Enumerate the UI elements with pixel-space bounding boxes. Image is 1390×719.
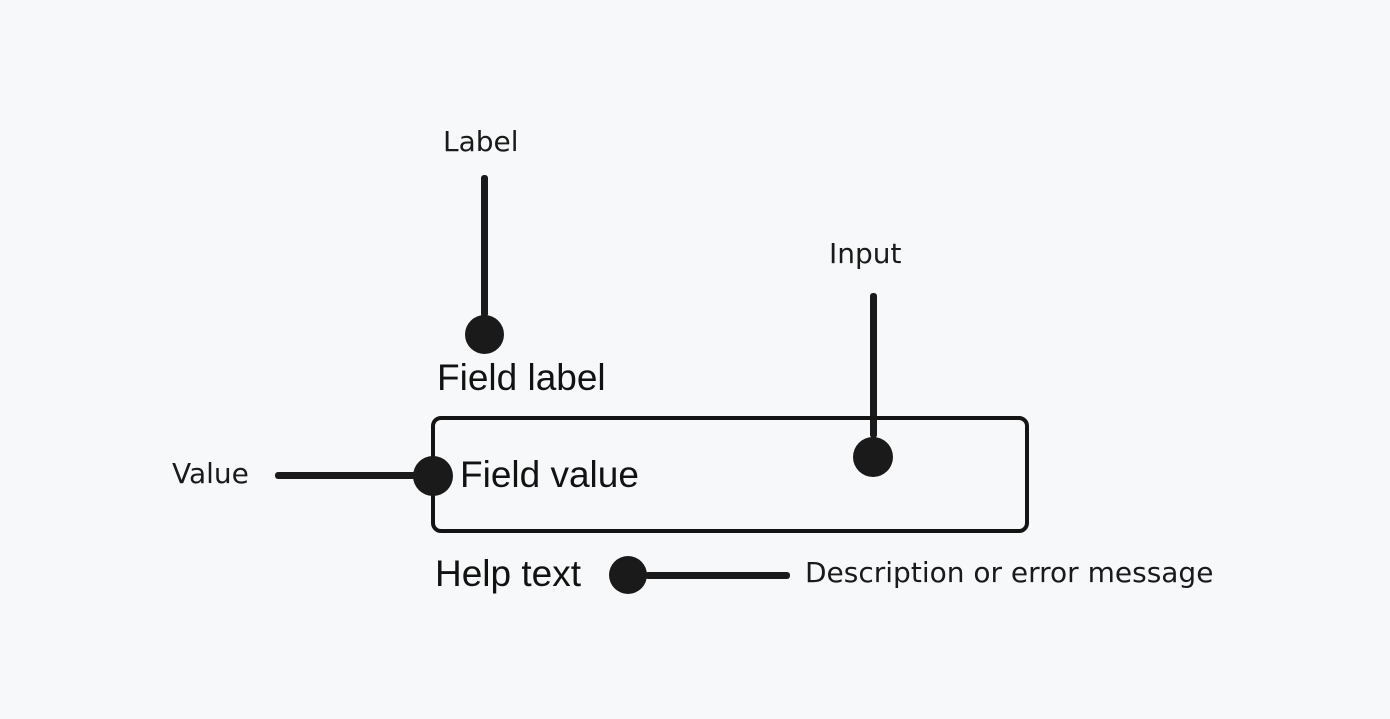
field-value: Field value <box>460 454 639 495</box>
annotation-input: Input <box>829 237 902 270</box>
annotation-value: Value <box>172 457 249 490</box>
input-connector-line <box>870 293 877 438</box>
label-connector-dot <box>465 315 504 354</box>
annotation-label: Label <box>443 125 519 158</box>
field-label: Field label <box>437 357 606 398</box>
help-text: Help text <box>435 553 582 594</box>
value-connector-line <box>275 472 433 479</box>
help-connector-dot <box>609 556 647 594</box>
input-connector-dot <box>853 437 893 477</box>
help-connector-line <box>645 572 790 579</box>
annotation-description: Description or error message <box>805 556 1214 589</box>
label-connector-line <box>481 175 488 317</box>
value-connector-dot <box>413 456 453 496</box>
